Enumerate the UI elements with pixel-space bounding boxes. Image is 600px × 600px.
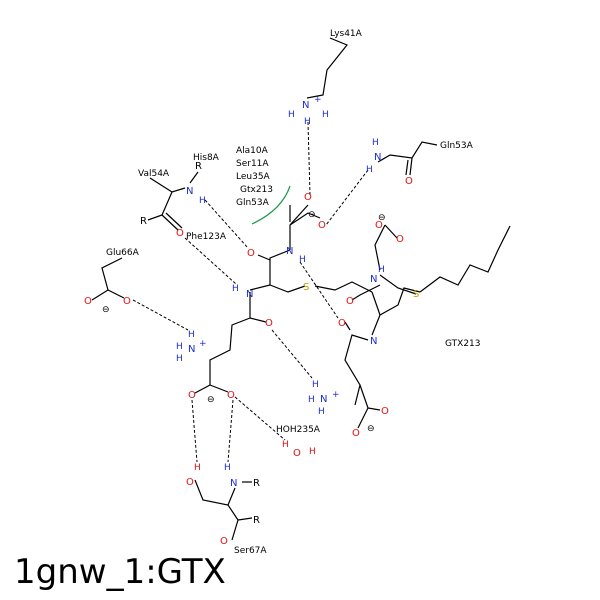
hydrophobic-label-gtx213: Gtx213 <box>240 185 273 195</box>
hexyl-sulfur-atom: S <box>413 289 419 300</box>
residue-labels: Lys41A Gln53A Val54A Glu66A GTX213 HOH23… <box>106 29 481 556</box>
ser-oxygen-atom: O <box>186 477 194 488</box>
gly-nitrogen-atom: N <box>370 274 377 285</box>
page-title: 1gnw_1:GTX <box>14 552 226 592</box>
gtx-oxygen-top: O <box>304 192 312 203</box>
lys-hydrogen-3: H <box>304 117 311 127</box>
cys-oxygen-right: O <box>346 296 354 307</box>
cys-oxygen-atom: O <box>247 248 255 259</box>
lys-hydrogen-1: H <box>288 110 295 120</box>
val-r-group: R <box>195 161 202 172</box>
glu-minus-charge: ⊖ <box>207 395 215 405</box>
gly-hydrogen: H <box>378 265 385 275</box>
cys-nitrogen-atom: N <box>286 246 293 257</box>
gtx-lower-oxygen-2: O <box>352 428 360 439</box>
water-oxygen-atom: O <box>293 448 301 459</box>
residue-label-hoh235a: HOH235A <box>276 425 321 435</box>
ser-r-group-1: R <box>253 478 260 489</box>
ser-amide-hydrogen: H <box>224 463 231 473</box>
cys-hydrogen: H <box>299 255 306 265</box>
hydrogen-bond-lines <box>132 121 369 463</box>
val-oxygen-atom: O <box>176 228 184 239</box>
gtx-amine-hydrogen-3: H <box>318 407 325 417</box>
ser-hydroxyl-hydrogen: H <box>194 463 201 473</box>
gln-oxygen-atom: O <box>405 176 413 187</box>
water-hydrogen-1: H <box>282 440 289 450</box>
gtx-sulfur-atom: S <box>303 282 309 293</box>
gtx-amine-hydrogen-1: H <box>312 380 319 390</box>
ser-carbonyl-oxygen: O <box>220 536 228 547</box>
hydrophobic-label-phe123a: Phe123A <box>186 232 227 242</box>
gtx-minus-charge-top: ⊖ <box>308 210 316 220</box>
glu-carbonyl-oxygen: O <box>265 318 273 329</box>
lys-hydrogen-2: H <box>322 110 329 120</box>
water-hydrogen-2: H <box>309 447 316 457</box>
glu-oxygen-2: O <box>227 390 235 401</box>
lys-nitrogen-atom: N <box>302 100 309 111</box>
hydrophobic-contact-arc <box>251 185 291 225</box>
gly-minus-charge: ⊖ <box>378 213 386 223</box>
gtx-amine-hydrogen-2: H <box>308 395 315 405</box>
residue-label-ser67a: Ser67A <box>234 546 267 556</box>
glu66-oxygen-1: O <box>84 296 92 307</box>
glu-nh3-hydrogen-1: H <box>188 330 195 340</box>
glu-amide-nitrogen: N <box>370 336 377 347</box>
gtx-amine-plus: + <box>332 390 340 400</box>
gtx-lower-minus: ⊖ <box>367 424 375 434</box>
glu-nh3-hydrogen-3: H <box>176 354 183 364</box>
gln-hydrogen-bottom: H <box>366 165 373 175</box>
hydrophobic-label-ser11a: Ser11A <box>236 159 269 169</box>
residue-label-val54a: Val54A <box>138 169 170 179</box>
atom-labels: N + H H H H N H O O O ⊖ N H O S O ⊖ O N … <box>84 95 419 547</box>
ser-r-group-2: R <box>253 515 260 526</box>
glu-nh3-plus: + <box>199 339 207 349</box>
residue-label-gtx213: GTX213 <box>445 339 481 349</box>
gly-oxygen-1: O <box>375 220 383 231</box>
hydrophobic-label-leu35a: Leu35A <box>236 172 271 182</box>
gtx-amine-nitrogen: N <box>320 394 327 405</box>
bond-network <box>91 37 511 541</box>
glu-n-atom: N <box>246 289 253 300</box>
gtx-lower-oxygen-1: O <box>381 406 389 417</box>
residue-label-gln53a: Gln53A <box>440 141 474 151</box>
hydrophobic-label-his8a: His8A <box>193 153 220 163</box>
glu-oxygen-1: O <box>188 390 196 401</box>
glu-nh3-nitrogen: N <box>188 344 195 355</box>
hydrophobic-label-ala10a: Ala10A <box>236 146 269 156</box>
gln-hydrogen-top: H <box>372 138 379 148</box>
ser-nitrogen-atom: N <box>230 478 237 489</box>
hydrophobic-label-gln53a: Gln53A <box>236 198 270 208</box>
gtx-oxygen-carboxylate: O <box>318 220 326 231</box>
residue-label-glu66a: Glu66A <box>106 248 140 258</box>
gln-nitrogen-atom: N <box>374 152 381 163</box>
gly-oxygen-2: O <box>396 234 404 245</box>
residue-label-lys41a: Lys41A <box>330 29 363 39</box>
glu66-minus-charge: ⊖ <box>102 305 110 315</box>
glu-amide-oxygen: O <box>338 318 346 329</box>
val-nitrogen-atom: N <box>186 186 193 197</box>
val-r-group-2: R <box>140 216 147 227</box>
glu-nh3-hydrogen-2: H <box>176 342 183 352</box>
glu-n-hydrogen: H <box>232 284 239 294</box>
hydrophobic-labels: His8A Ala10A Ser11A Leu35A Gtx213 Gln53A… <box>186 146 273 242</box>
val-hydrogen: H <box>199 196 206 206</box>
glu66-oxygen-2: O <box>123 296 131 307</box>
lys-plus-charge: + <box>314 95 322 105</box>
